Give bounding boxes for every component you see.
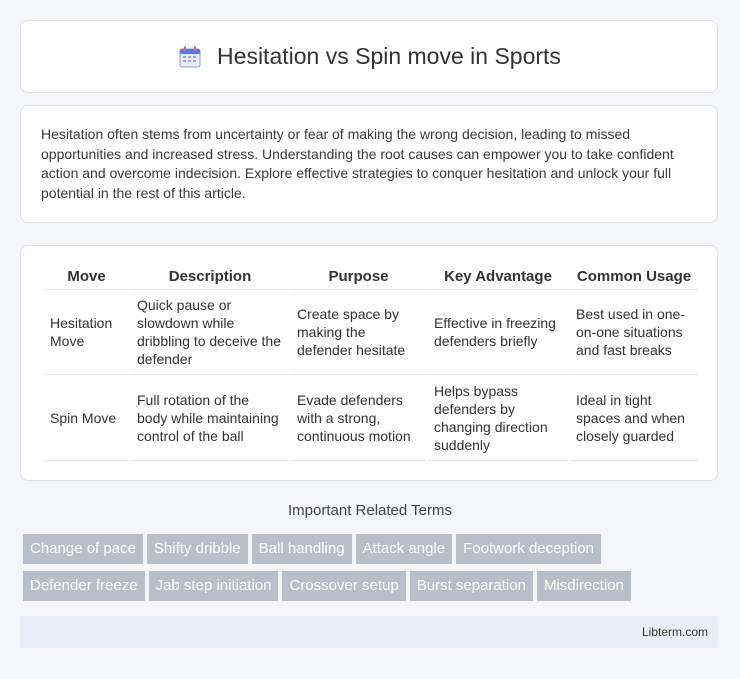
column-header: Key Advantage xyxy=(428,264,568,290)
column-header: Description xyxy=(131,264,289,290)
column-header: Purpose xyxy=(291,264,426,290)
table-cell: Helps bypass defenders by changing direc… xyxy=(428,375,568,461)
page-header: Hesitation vs Spin move in Sports xyxy=(20,20,718,93)
table-row: Hesitation Move Quick pause or slowdown … xyxy=(44,290,698,375)
related-term-tag[interactable]: Burst separation xyxy=(409,571,533,601)
table-cell: Full rotation of the body while maintain… xyxy=(131,375,289,461)
related-term-tag[interactable]: Attack angle xyxy=(355,534,453,564)
related-term-tag[interactable]: Crossover setup xyxy=(282,571,406,601)
table-cell: Quick pause or slowdown while dribbling … xyxy=(131,290,289,375)
table-row: Spin Move Full rotation of the body whil… xyxy=(44,375,698,461)
related-term-tag[interactable]: Shifty dribble xyxy=(146,534,248,564)
comparison-table-card: Move Description Purpose Key Advantage C… xyxy=(20,245,718,481)
column-header: Move xyxy=(44,264,129,290)
table-cell: Create space by making the defender hesi… xyxy=(291,290,426,375)
related-terms-title: Important Related Terms xyxy=(288,502,452,519)
table-cell: Spin Move xyxy=(44,375,129,461)
related-term-tag[interactable]: Jab step initiation xyxy=(148,571,279,601)
intro-card: Hesitation often stems from uncertainty … xyxy=(20,105,718,223)
comparison-table: Move Description Purpose Key Advantage C… xyxy=(42,264,700,461)
table-header-row: Move Description Purpose Key Advantage C… xyxy=(44,264,698,290)
column-header: Common Usage xyxy=(570,264,698,290)
related-term-tag[interactable]: Ball handling xyxy=(251,534,352,564)
table-cell: Best used in one-on-one situations and f… xyxy=(570,290,698,375)
related-term-tag[interactable]: Misdirection xyxy=(536,571,631,601)
page-title: Hesitation vs Spin move in Sports xyxy=(217,43,561,69)
footer-site-link[interactable]: Libterm.com xyxy=(641,625,708,639)
table-cell: Effective in freezing defenders briefly xyxy=(428,290,568,375)
calendar-icon xyxy=(177,44,203,70)
related-term-tag[interactable]: Change of pace xyxy=(23,534,143,564)
related-term-tag[interactable]: Footwork deception xyxy=(456,534,602,564)
table-cell: Evade defenders with a strong, continuou… xyxy=(291,375,426,461)
intro-text: Hesitation often stems from uncertainty … xyxy=(41,126,674,201)
table-cell: Hesitation Move xyxy=(44,290,129,375)
table-cell: Ideal in tight spaces and when closely g… xyxy=(570,375,698,461)
footer: Libterm.com xyxy=(20,616,718,648)
related-term-tag[interactable]: Defender freeze xyxy=(23,571,145,601)
